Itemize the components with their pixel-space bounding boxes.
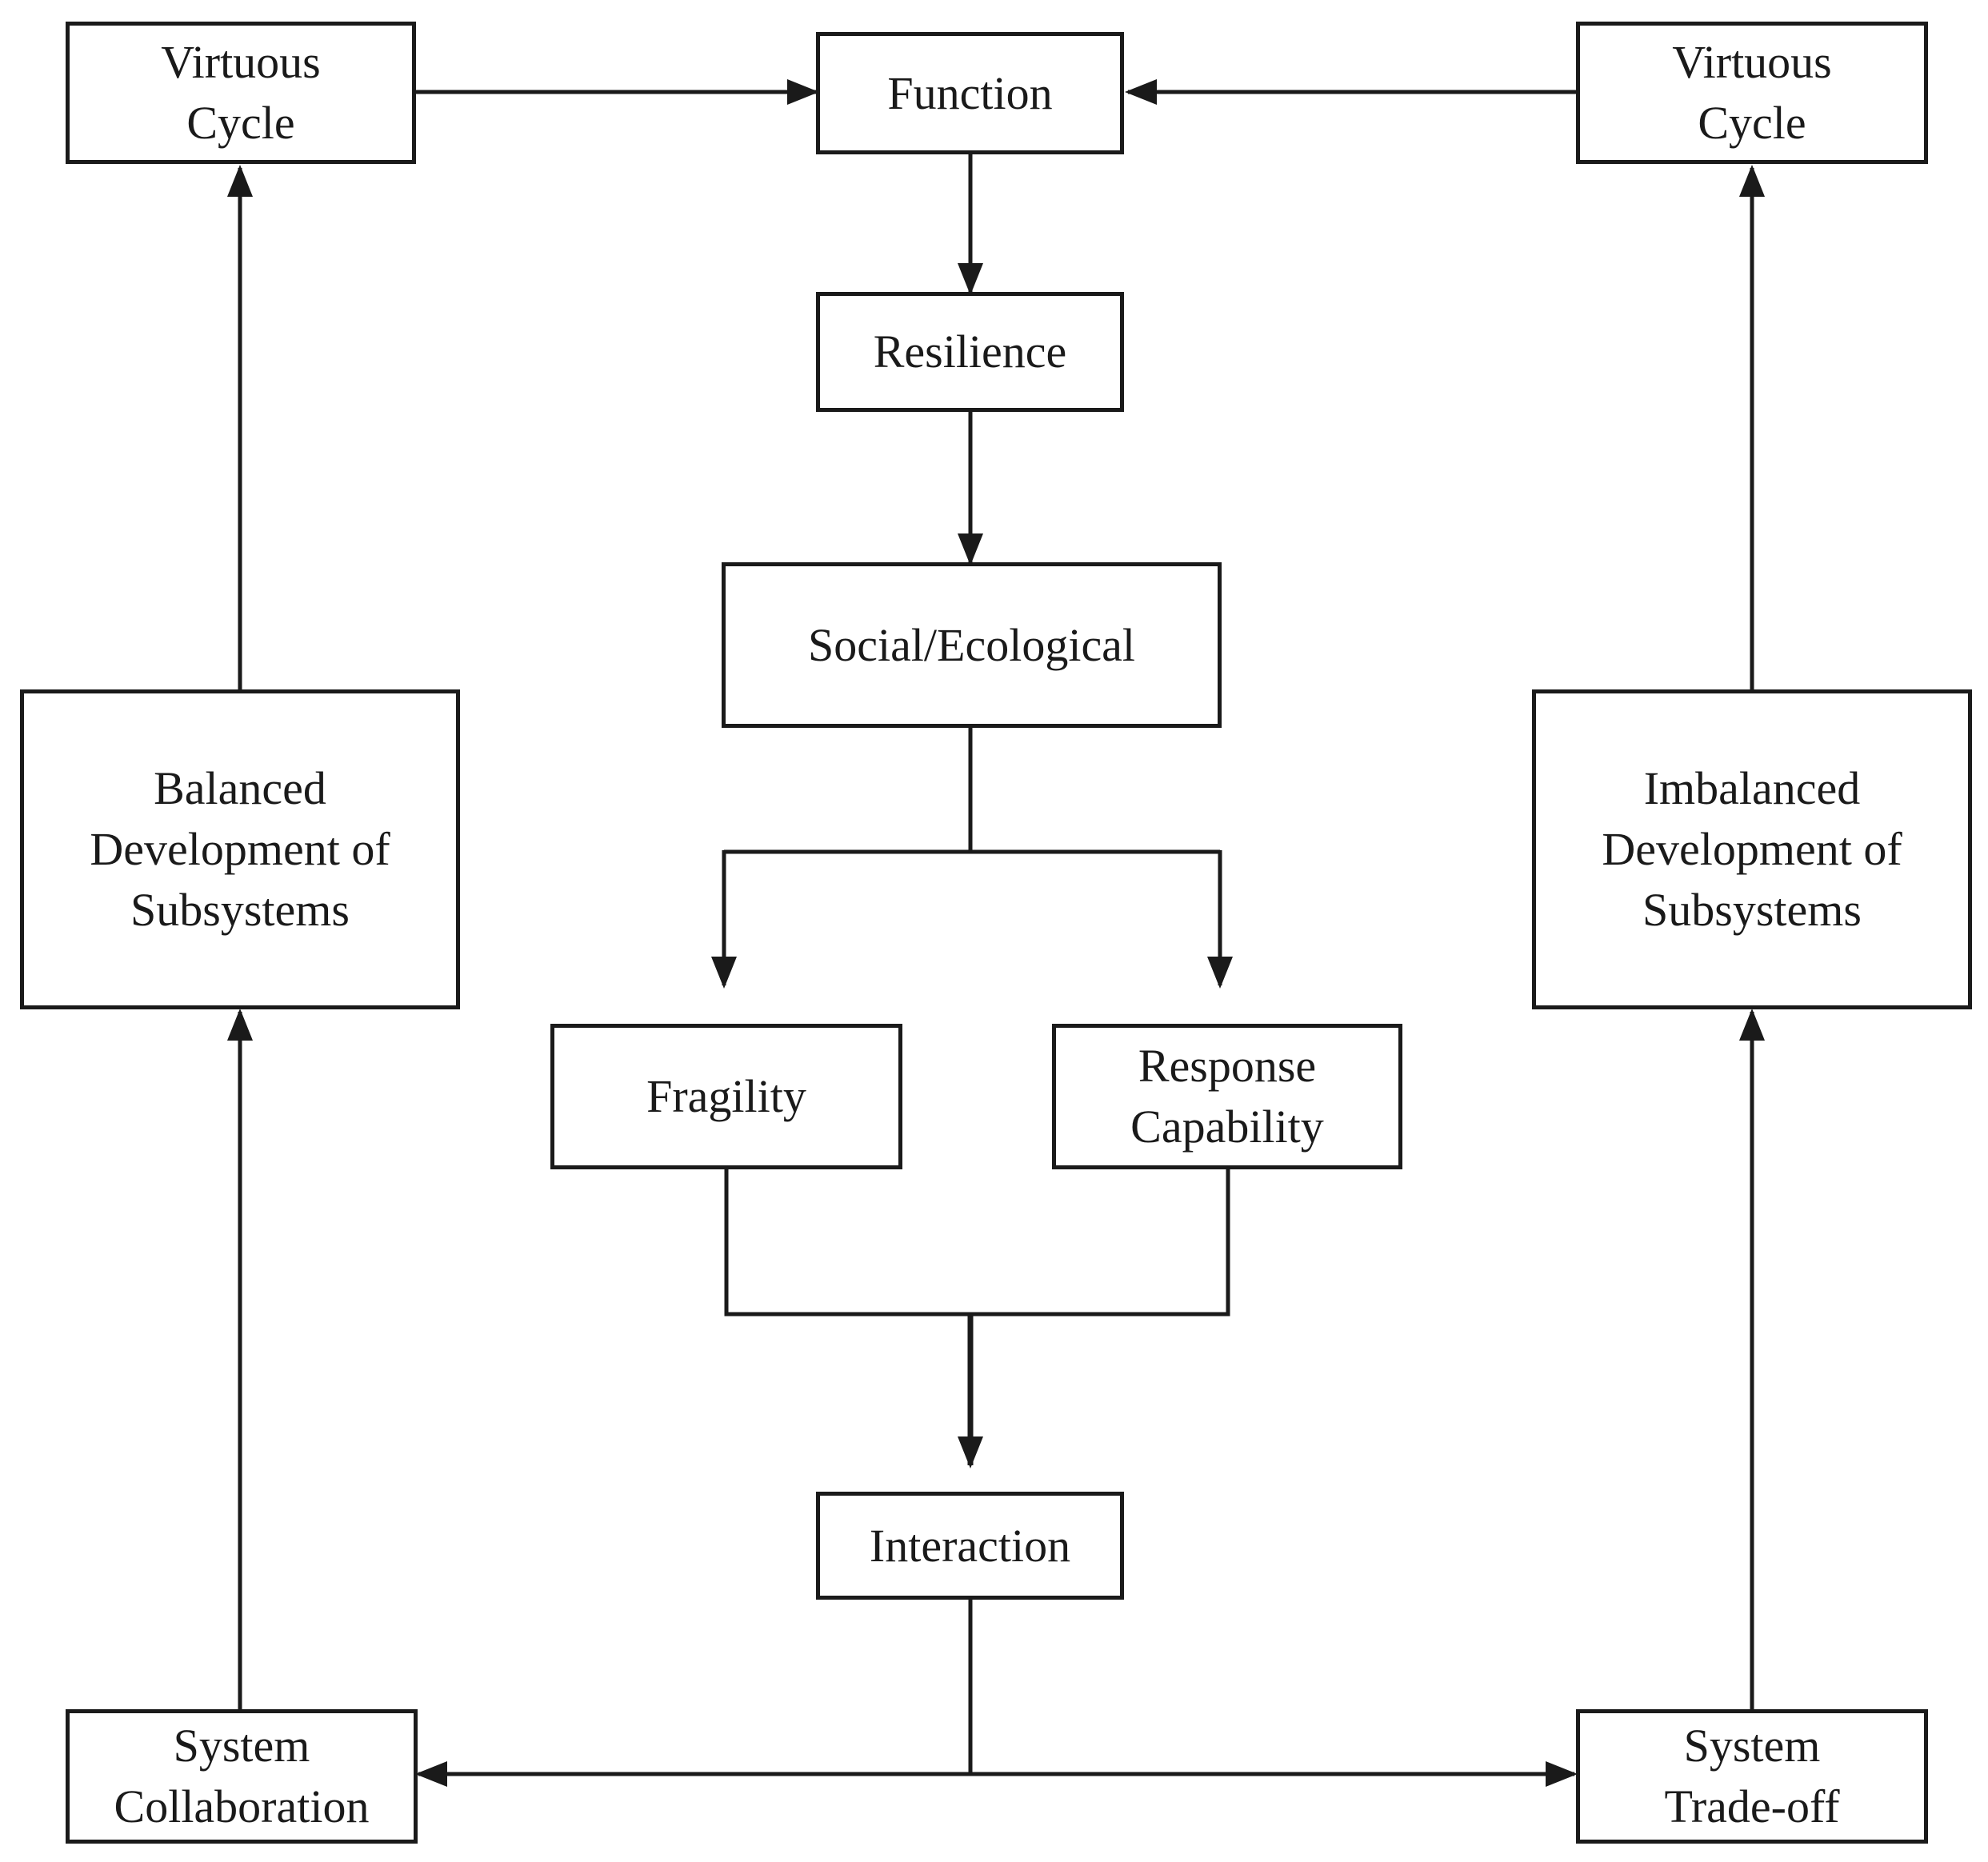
node-social-ecological: Social/Ecological (722, 562, 1222, 728)
line-merge-to-interaction (724, 1169, 1230, 1317)
node-social-ecological-label: Social/Ecological (807, 618, 1136, 671)
node-virtuous-cycle-left-line-1: Virtuous (161, 36, 321, 88)
node-imbalanced-development-line-3: Subsystems (1642, 884, 1862, 936)
node-imbalanced-development-line-1: Imbalanced (1643, 762, 1861, 814)
node-virtuous-cycle-right-line-2: Cycle (1698, 97, 1806, 149)
line-social-ecological-split (724, 728, 1220, 854)
node-virtuous-cycle-left: Virtuous Cycle (66, 22, 416, 164)
node-response-capability: Response Capability (1052, 1024, 1402, 1169)
node-response-capability-line-2: Capability (1130, 1101, 1324, 1153)
node-function-label: Function (887, 66, 1053, 119)
node-virtuous-cycle-right: Virtuous Cycle (1576, 22, 1928, 164)
node-resilience-label: Resilience (873, 326, 1067, 378)
node-fragility: Fragility (550, 1024, 902, 1169)
node-system-tradeoff-line-1: System (1683, 1720, 1821, 1772)
node-system-collaboration-line-1: System (173, 1720, 310, 1772)
node-interaction: Interaction (816, 1492, 1124, 1600)
node-balanced-development-line-3: Subsystems (130, 884, 350, 936)
node-balanced-development: Balanced Development of Subsystems (20, 689, 460, 1009)
node-response-capability-line-1: Response (1138, 1040, 1317, 1092)
node-balanced-development-line-2: Development of (90, 823, 390, 875)
node-virtuous-cycle-left-line-2: Cycle (186, 97, 295, 149)
node-interaction-label: Interaction (869, 1519, 1071, 1572)
node-imbalanced-development-line-2: Development of (1602, 823, 1902, 875)
node-system-collaboration-line-2: Collaboration (114, 1780, 370, 1832)
node-imbalanced-development: Imbalanced Development of Subsystems (1532, 689, 1972, 1009)
node-fragility-label: Fragility (646, 1070, 806, 1122)
node-balanced-development-line-1: Balanced (154, 762, 326, 814)
node-system-collaboration: System Collaboration (66, 1709, 418, 1844)
node-system-tradeoff: System Trade-off (1576, 1709, 1928, 1844)
node-virtuous-cycle-right-line-1: Virtuous (1672, 36, 1832, 88)
node-function: Function (816, 32, 1124, 154)
node-resilience: Resilience (816, 292, 1124, 412)
node-system-tradeoff-line-2: Trade-off (1664, 1780, 1840, 1832)
